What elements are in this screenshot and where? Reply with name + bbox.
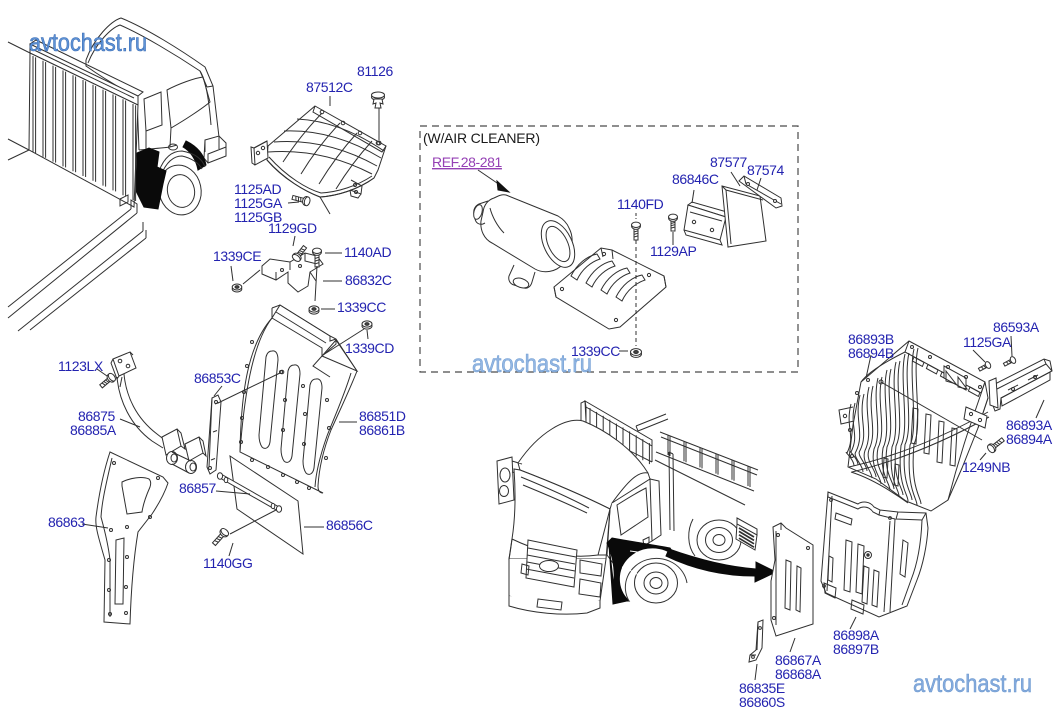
svg-text:1129AP: 1129AP (650, 243, 696, 259)
svg-text:86851D: 86851D (359, 408, 406, 424)
svg-text:(W/AIR CLEANER): (W/AIR CLEANER) (423, 130, 540, 146)
svg-text:1125AD: 1125AD (234, 181, 281, 197)
svg-text:86860S: 86860S (739, 694, 785, 710)
svg-text:avtochast.ru: avtochast.ru (913, 670, 1032, 698)
svg-text:86857: 86857 (179, 480, 217, 496)
svg-text:86861B: 86861B (359, 422, 405, 438)
svg-text:1249NB: 1249NB (962, 459, 1010, 475)
svg-text:86875: 86875 (78, 408, 116, 424)
svg-text:1339CC: 1339CC (571, 343, 620, 359)
svg-text:86898A: 86898A (833, 627, 880, 643)
svg-text:86868A: 86868A (775, 666, 822, 682)
svg-text:86894B: 86894B (848, 345, 894, 361)
svg-text:1140FD: 1140FD (617, 196, 664, 212)
svg-text:86863: 86863 (48, 514, 86, 530)
svg-text:1125GA: 1125GA (234, 195, 283, 211)
svg-text:86593A: 86593A (993, 319, 1040, 335)
svg-text:86853C: 86853C (194, 370, 241, 386)
svg-text:86885A: 86885A (70, 422, 117, 438)
svg-text:1123LX: 1123LX (58, 358, 104, 374)
svg-text:86832C: 86832C (345, 272, 392, 288)
svg-text:86894A: 86894A (1006, 431, 1053, 447)
svg-text:81126: 81126 (357, 63, 394, 79)
svg-text:86856C: 86856C (326, 517, 373, 533)
svg-text:1140AD: 1140AD (344, 244, 391, 260)
svg-text:1339CE: 1339CE (213, 248, 261, 264)
svg-text:avtochast.ru: avtochast.ru (29, 29, 147, 57)
svg-text:86846C: 86846C (672, 171, 719, 187)
svg-text:1125GB: 1125GB (234, 209, 282, 225)
svg-text:86893A: 86893A (1006, 417, 1053, 433)
svg-text:1125GA: 1125GA (963, 334, 1012, 350)
svg-text:86893B: 86893B (848, 331, 894, 347)
svg-text:1140GG: 1140GG (203, 555, 253, 571)
svg-text:87577: 87577 (710, 154, 748, 170)
svg-text:86867A: 86867A (775, 652, 822, 668)
svg-text:86835E: 86835E (739, 680, 785, 696)
svg-text:REF.28-281: REF.28-281 (432, 154, 503, 170)
svg-text:87512C: 87512C (306, 79, 353, 95)
svg-text:1129GD: 1129GD (268, 220, 317, 236)
svg-text:1339CC: 1339CC (337, 299, 386, 315)
svg-text:1339CD: 1339CD (345, 340, 394, 356)
svg-text:87574: 87574 (747, 162, 785, 178)
svg-text:avtochast.ru: avtochast.ru (472, 350, 592, 378)
svg-text:86897B: 86897B (833, 641, 879, 657)
